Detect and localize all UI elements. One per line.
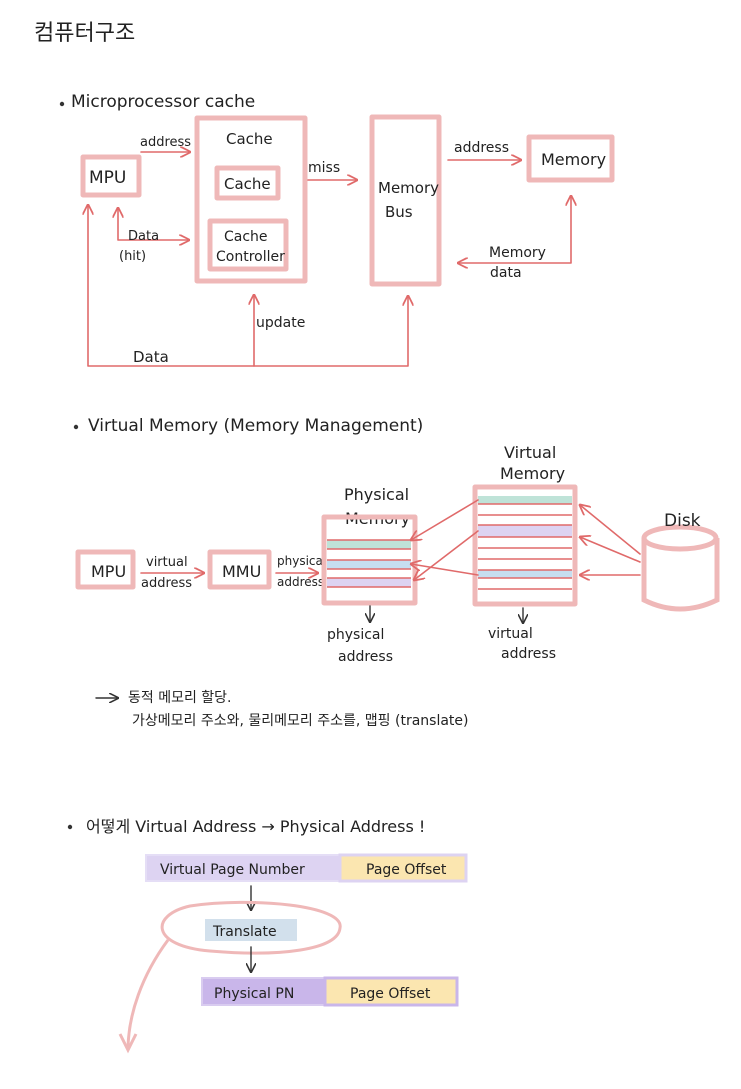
page-offset-box-1 <box>338 853 468 883</box>
label-address-2: address <box>454 140 509 156</box>
map-arrow-lavender <box>414 530 479 580</box>
mpu-box <box>80 154 142 198</box>
disk-top <box>641 524 719 552</box>
translate-label: Translate <box>212 924 277 940</box>
disk-arrow-1 <box>580 505 641 555</box>
notes: 동적 메모리 할당. 가상메모리 주소와, 물리메모리 주소를, 맵핑 (tra… <box>95 690 468 729</box>
disk-arrow-2 <box>580 537 641 563</box>
section1-heading: Microprocessor cache <box>71 92 255 112</box>
ppn-label: Physical PN <box>214 986 294 1002</box>
mpu-label: MPU <box>89 168 126 188</box>
section2-heading: Virtual Memory (Memory Management) <box>88 416 423 436</box>
phys-page-teal <box>327 540 411 549</box>
arrow-memory-data <box>458 196 571 263</box>
label-data-bottom: Data <box>133 348 169 366</box>
arrow-data-bus-loop <box>88 205 408 367</box>
label-update: update <box>256 315 305 331</box>
label-data-hit-2: (hit) <box>119 249 146 264</box>
memory-bus-box <box>369 114 442 287</box>
virt-page-lavender <box>478 525 572 537</box>
virt-title-2: Memory <box>500 464 565 483</box>
label-physical-1: physical <box>277 554 326 568</box>
label-memory-data-1: Memory <box>489 245 546 261</box>
cache-inner-box <box>214 165 281 201</box>
label-memory-data-2: data <box>490 265 522 281</box>
virt-caption-1: virtual <box>488 626 533 642</box>
note-line1: 동적 메모리 할당. <box>128 690 232 706</box>
cache-title: Cache <box>226 130 273 148</box>
mpu-label-2: MPU <box>91 562 126 581</box>
phys-title-1: Physical <box>344 485 409 504</box>
page-offset-label-2: Page Offset <box>350 986 431 1002</box>
translate-box <box>205 919 297 941</box>
translate-exit-arrowhead <box>118 1033 138 1054</box>
translate-loop <box>160 900 342 955</box>
phys-caption-2: address <box>338 649 393 665</box>
label-address-1: address <box>140 135 191 150</box>
bus-line2: Bus <box>385 203 413 221</box>
physical-memory-block <box>321 514 418 606</box>
ppn-box <box>201 977 326 1006</box>
virt-title-1: Virtual <box>504 443 556 462</box>
map-arrow-teal <box>411 499 479 540</box>
label-virtual-1: virtual <box>146 555 188 570</box>
disk-body <box>641 538 720 612</box>
section3-heading: 어떻게 Virtual Address → Physical Address ! <box>86 817 425 836</box>
mpu-box-2 <box>75 549 136 590</box>
mmu-label: MMU <box>222 562 261 581</box>
virt-page-blue <box>478 570 572 578</box>
phys-page-blue <box>327 560 411 569</box>
section-virtual-memory: Virtual Memory (Memory Management) MPU v… <box>73 416 720 665</box>
label-data-hit-1: Data <box>128 229 159 244</box>
virt-caption-2: address <box>501 646 556 662</box>
label-miss: miss <box>308 160 340 176</box>
note-line2: 가상메모리 주소와, 물리메모리 주소를, 맵핑 (translate) <box>132 713 468 729</box>
translate-exit-curve <box>126 939 170 1051</box>
map-arrow-blue <box>411 564 479 576</box>
virt-page-teal <box>478 496 572 504</box>
disk-label: Disk <box>664 511 701 531</box>
cache-inner-label: Cache <box>224 175 271 193</box>
virt-memory-box <box>472 484 578 607</box>
page-title: 컴퓨터구조 <box>34 21 135 46</box>
bullet-dot <box>73 424 79 430</box>
label-virtual-2: address <box>141 576 192 591</box>
disk-cylinder <box>641 524 720 612</box>
section-microprocessor-cache: Microprocessor cache MPU Cache Cache Cac… <box>59 92 615 367</box>
vpn-box <box>145 854 341 882</box>
bullet-dot <box>59 101 65 107</box>
mmu-box <box>207 549 272 590</box>
controller-line2: Controller <box>216 249 285 265</box>
phys-caption-1: physical <box>327 627 384 643</box>
page-offset-label-1: Page Offset <box>366 862 447 878</box>
vpn-label: Virtual Page Number <box>160 862 305 878</box>
section-address-translation: 어떻게 Virtual Address → Physical Address !… <box>67 817 468 1054</box>
virtual-memory-block <box>472 484 578 607</box>
page-offset-box-2 <box>323 976 459 1007</box>
label-physical-2: address <box>277 575 324 589</box>
controller-line1: Cache <box>224 229 268 245</box>
memory-box <box>526 134 615 183</box>
bullet-dot <box>67 824 73 830</box>
memory-label: Memory <box>541 150 606 169</box>
phys-page-lavender <box>327 578 411 587</box>
bus-line1: Memory <box>378 179 439 197</box>
